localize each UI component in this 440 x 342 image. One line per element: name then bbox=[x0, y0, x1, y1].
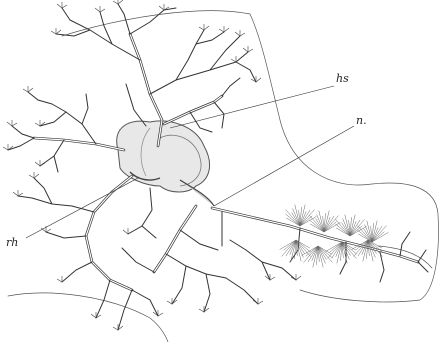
twig-tip bbox=[158, 313, 163, 316]
axon-trunk bbox=[212, 208, 428, 282]
twig-tip bbox=[113, 327, 118, 330]
twig-tip bbox=[3, 147, 8, 150]
twig-tip bbox=[100, 9, 105, 12]
twig-tip bbox=[56, 30, 61, 34]
tuft-fiber bbox=[308, 246, 318, 262]
tuft-fiber bbox=[300, 216, 316, 226]
twig-tip bbox=[256, 78, 261, 82]
tuft-fiber bbox=[286, 240, 296, 256]
twig-tip bbox=[34, 174, 39, 178]
tuft-fiber bbox=[332, 242, 342, 258]
tuft-fiber bbox=[350, 226, 366, 236]
twig-tip bbox=[159, 6, 164, 10]
tuft-fiber bbox=[330, 242, 342, 252]
tuft-fiber bbox=[324, 216, 334, 232]
twig-tip bbox=[51, 31, 56, 34]
tuft-fiber bbox=[324, 222, 340, 232]
twig-tip bbox=[35, 123, 40, 126]
tuft-fiber bbox=[350, 220, 360, 236]
terminal-tufts bbox=[280, 205, 389, 268]
twig-tip bbox=[204, 26, 209, 30]
tuft-fiber bbox=[306, 246, 318, 256]
twig-tip bbox=[118, 0, 123, 4]
twig-tip bbox=[199, 27, 204, 30]
twig-tip bbox=[296, 276, 301, 280]
twig-tip bbox=[236, 58, 241, 62]
twig-tip bbox=[219, 29, 224, 32]
twig-tip bbox=[128, 231, 133, 234]
tuft-fiber bbox=[318, 246, 333, 258]
twig-tip bbox=[13, 192, 18, 196]
tuft-fiber bbox=[372, 232, 388, 242]
tuft-fiber bbox=[326, 242, 342, 252]
tuft-fiber bbox=[284, 240, 296, 250]
tuft-fiber bbox=[316, 218, 325, 232]
twig-tip bbox=[113, 1, 118, 4]
twig-tip bbox=[258, 301, 263, 304]
twig-tip bbox=[91, 314, 96, 318]
tuft-fiber bbox=[372, 226, 382, 242]
tuft-fiber bbox=[302, 246, 318, 256]
twig-tip bbox=[62, 278, 67, 282]
twig-tip bbox=[231, 59, 236, 62]
twig-tip bbox=[199, 309, 204, 312]
twig-tip bbox=[35, 162, 40, 166]
tuft-fiber bbox=[318, 246, 327, 260]
twig-tip bbox=[12, 123, 17, 126]
tuft-fiber bbox=[324, 222, 336, 232]
twig-tip bbox=[95, 8, 100, 12]
twig-tip bbox=[23, 89, 28, 92]
label-rh: rh bbox=[6, 236, 18, 249]
twig-tip bbox=[40, 163, 45, 166]
tuft-fiber bbox=[350, 226, 362, 236]
twig-tip bbox=[253, 300, 258, 304]
twig-tip bbox=[240, 33, 245, 36]
twig-tip bbox=[167, 301, 172, 304]
tuft-fiber bbox=[280, 240, 296, 250]
tuft-fiber bbox=[335, 224, 350, 236]
twig-tip bbox=[29, 175, 34, 178]
tuft-fiber bbox=[292, 212, 301, 226]
label-n: n. bbox=[356, 114, 367, 127]
tuft-fiber bbox=[336, 228, 350, 236]
twig-tip bbox=[7, 122, 12, 126]
twig-tip bbox=[57, 279, 62, 282]
tuft-fiber bbox=[372, 232, 384, 242]
twig-tip bbox=[18, 193, 23, 196]
tuft-fiber bbox=[300, 210, 310, 226]
tuft-fiber bbox=[309, 220, 324, 232]
tuft-fiber bbox=[318, 246, 332, 254]
twig-tip bbox=[46, 229, 51, 232]
twig-tip bbox=[235, 32, 240, 36]
tuft-fiber bbox=[358, 234, 372, 242]
label-hs: hs bbox=[336, 72, 349, 85]
twig-tip bbox=[28, 88, 33, 92]
twig-tip bbox=[224, 28, 229, 32]
tissue-outline bbox=[8, 11, 438, 342]
twig-tip bbox=[248, 49, 253, 52]
tuft-fiber bbox=[357, 230, 372, 242]
twig-tip bbox=[243, 48, 248, 52]
twig-tip bbox=[270, 277, 275, 280]
twig-tip bbox=[57, 4, 62, 8]
twig-tip bbox=[62, 5, 67, 8]
cell-body bbox=[117, 121, 214, 206]
twig-tip bbox=[123, 230, 128, 234]
tuft-fiber bbox=[342, 222, 351, 236]
tuft-fiber bbox=[310, 224, 324, 232]
